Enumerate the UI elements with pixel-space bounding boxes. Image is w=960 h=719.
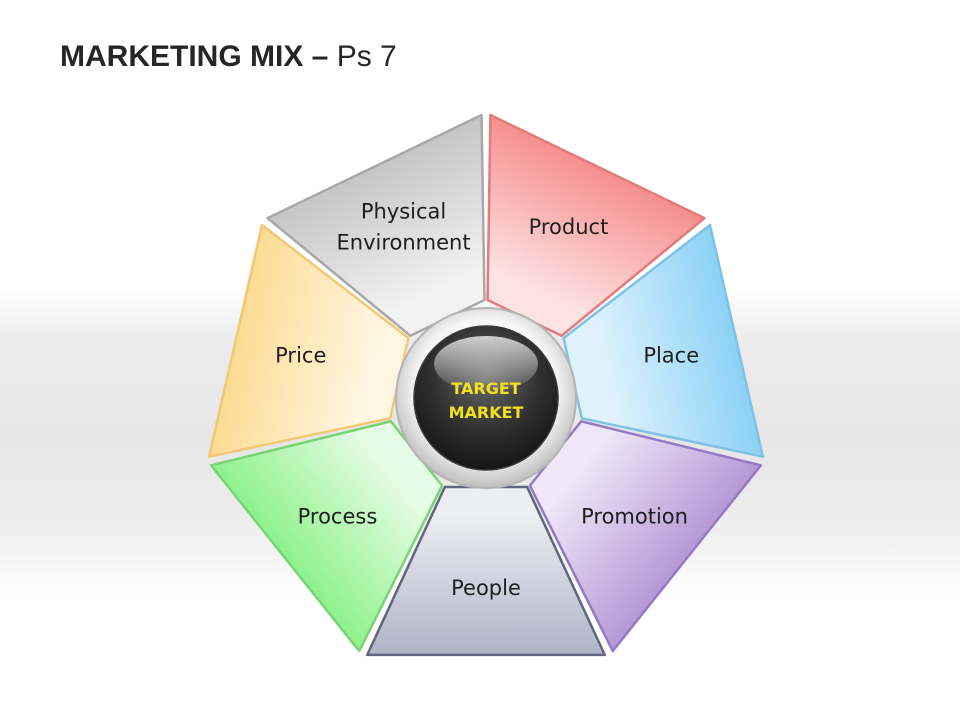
page-title: MARKETING MIX – Ps 7 — [60, 40, 397, 74]
segment-process — [209, 420, 444, 653]
title-main: MARKETING MIX – — [60, 40, 329, 73]
segment-place — [562, 223, 765, 458]
hub-highlight — [434, 336, 538, 392]
segment-label-product: Product — [529, 215, 609, 239]
segment-price — [207, 223, 410, 458]
segment-people — [365, 485, 607, 657]
segment-promotion — [528, 420, 763, 653]
segment-product — [486, 113, 706, 337]
segment-label-people: People — [451, 576, 521, 600]
segment-label-place: Place — [643, 344, 699, 368]
segment-label-process: Process — [298, 504, 378, 528]
segment-label-promotion: Promotion — [581, 504, 688, 528]
title-suffix: Ps 7 — [336, 40, 397, 73]
segment-label-price: Price — [275, 344, 326, 368]
segment-physical-environment — [266, 113, 486, 337]
